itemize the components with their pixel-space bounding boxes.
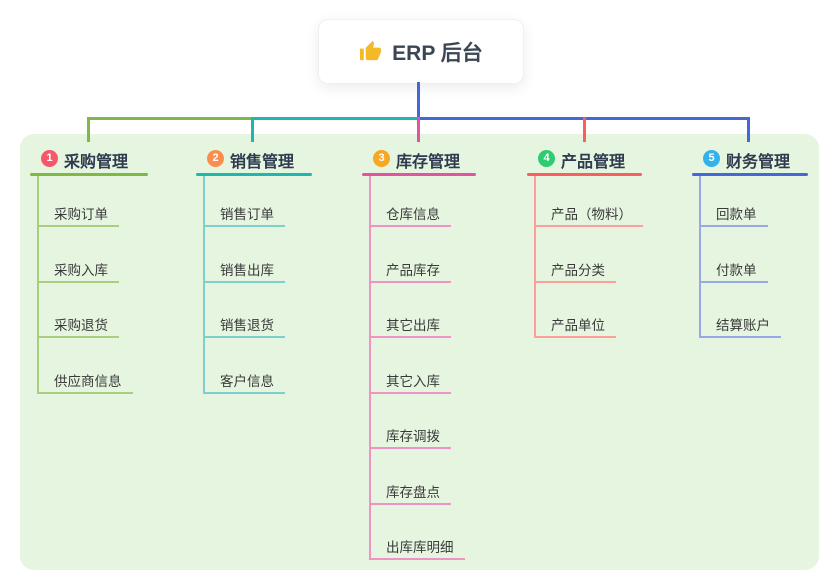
child-node[interactable]: 结算账户 — [699, 316, 781, 338]
child-node[interactable]: 其它入库 — [369, 372, 451, 394]
child-node[interactable]: 仓库信息 — [369, 205, 451, 227]
branch-drop-4 — [583, 117, 586, 142]
child-node[interactable]: 客户信息 — [203, 372, 285, 394]
branch-number-badge: 1 — [41, 150, 58, 167]
child-node[interactable]: 销售订单 — [203, 205, 285, 227]
branch-drop-5 — [747, 117, 750, 142]
branch-number-badge: 3 — [373, 150, 390, 167]
branch-number-badge: 2 — [207, 150, 224, 167]
branch-number-badge: 5 — [703, 150, 720, 167]
child-node[interactable]: 采购订单 — [37, 205, 119, 227]
children-trunk-line — [699, 176, 701, 338]
branch-drop-3 — [417, 117, 420, 142]
branch-title-node[interactable]: 库存管理 — [396, 154, 461, 171]
child-node[interactable]: 采购入库 — [37, 261, 119, 283]
children-trunk-line — [37, 176, 39, 394]
branches-panel — [20, 134, 819, 570]
branch-underline — [30, 173, 148, 176]
child-node[interactable]: 产品分类 — [534, 261, 616, 283]
root-label: ERP 后台 — [392, 41, 483, 65]
branch-title-node[interactable]: 采购管理 — [64, 154, 129, 171]
connector-segment-2 — [252, 117, 419, 120]
branch-drop-1 — [87, 117, 90, 142]
branch-title-node[interactable]: 销售管理 — [230, 154, 295, 171]
thumbs-up-icon — [360, 40, 382, 61]
child-node[interactable]: 采购退货 — [37, 316, 119, 338]
child-node[interactable]: 销售出库 — [203, 261, 285, 283]
root-node[interactable]: ERP 后台 — [318, 19, 524, 84]
child-node[interactable]: 产品（物料） — [534, 205, 643, 227]
branch-underline — [362, 173, 476, 176]
branch-drop-2 — [251, 117, 254, 142]
branch-number-badge: 4 — [538, 150, 555, 167]
branch-sales: 2 销售管理 销售订单 销售出库 销售退货 客户信息 — [196, 0, 312, 588]
root-stem-line — [417, 82, 420, 118]
branch-underline — [196, 173, 312, 176]
branch-procurement: 1 采购管理 采购订单 采购入库 采购退货 供应商信息 — [30, 0, 148, 588]
child-node[interactable]: 回款单 — [699, 205, 768, 227]
child-node[interactable]: 付款单 — [699, 261, 768, 283]
child-node[interactable]: 出库库明细 — [369, 538, 465, 560]
child-node[interactable]: 销售退货 — [203, 316, 285, 338]
branch-finance: 5 财务管理 回款单 付款单 结算账户 — [692, 0, 808, 588]
branch-underline — [692, 173, 808, 176]
child-node[interactable]: 供应商信息 — [37, 372, 133, 394]
branch-product: 4 产品管理 产品（物料） 产品分类 产品单位 — [527, 0, 643, 588]
child-node[interactable]: 产品单位 — [534, 316, 616, 338]
children-trunk-line — [534, 176, 536, 338]
branch-underline — [527, 173, 642, 176]
children-trunk-line — [369, 176, 371, 560]
branch-title-node[interactable]: 财务管理 — [726, 154, 791, 171]
child-node[interactable]: 其它出库 — [369, 316, 451, 338]
child-node[interactable]: 产品库存 — [369, 261, 451, 283]
child-node[interactable]: 库存盘点 — [369, 483, 451, 505]
children-trunk-line — [203, 176, 205, 394]
child-node[interactable]: 库存调拨 — [369, 427, 451, 449]
branch-inventory: 3 库存管理 仓库信息 产品库存 其它出库 其它入库 库存调拨 库存盘点 出库库… — [362, 0, 476, 588]
branch-title-node[interactable]: 产品管理 — [561, 154, 626, 171]
connector-segment-1 — [87, 117, 253, 120]
